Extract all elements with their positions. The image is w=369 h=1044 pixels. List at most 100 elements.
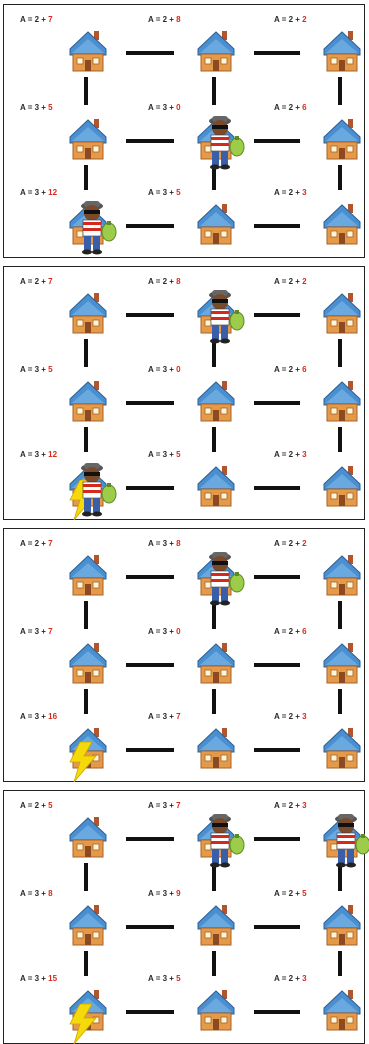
- node-label-prefix: A = 2 +: [274, 539, 303, 548]
- grid-panel: A = 2 + 7 A = 2 + 8 A = 2 + 2 A = 3 + 5 …: [3, 4, 365, 258]
- house-icon: [323, 381, 361, 422]
- house-icon: [197, 31, 235, 72]
- node-label: A = 2 + 3: [274, 450, 307, 460]
- robber-icon: [209, 552, 245, 606]
- edge-horizontal: [126, 925, 174, 929]
- edge-horizontal: [126, 837, 174, 841]
- node-label: A = 2 + 7: [20, 277, 53, 287]
- edge-vertical: [212, 689, 216, 714]
- node-label-prefix: A = 2 +: [148, 277, 177, 286]
- robber-icon: [335, 814, 369, 868]
- node-label-prefix: A = 2 +: [20, 539, 49, 548]
- edge-vertical: [84, 689, 88, 714]
- edge-horizontal: [126, 575, 174, 579]
- node-label-prefix: A = 2 +: [20, 15, 49, 24]
- house-icon: [197, 204, 235, 245]
- node-label: A = 3 + 7: [20, 627, 53, 637]
- edge-horizontal: [254, 313, 300, 317]
- edge-horizontal: [126, 139, 174, 143]
- node-label: A = 3 + 16: [20, 712, 57, 722]
- node-label-value: 3: [302, 450, 307, 459]
- node-label-prefix: A = 3 +: [20, 974, 49, 983]
- house-icon: [323, 31, 361, 72]
- node-label-prefix: A = 2 +: [274, 450, 303, 459]
- node-label-prefix: A = 2 +: [274, 188, 303, 197]
- edge-vertical: [84, 165, 88, 190]
- edge-horizontal: [254, 224, 300, 228]
- node-label-prefix: A = 2 +: [274, 15, 303, 24]
- node-label: A = 2 + 3: [274, 188, 307, 198]
- house-icon: [69, 381, 107, 422]
- edge-horizontal: [254, 748, 300, 752]
- edge-vertical: [212, 339, 216, 367]
- house-icon: [323, 204, 361, 245]
- node-label-value: 7: [48, 277, 53, 286]
- node-label-prefix: A = 2 +: [274, 277, 303, 286]
- node-label: A = 3 + 5: [148, 974, 181, 984]
- edge-horizontal: [126, 51, 174, 55]
- node-label-value: 7: [176, 801, 181, 810]
- node-label: A = 2 + 3: [274, 974, 307, 984]
- house-icon: [197, 905, 235, 946]
- edge-vertical: [338, 77, 342, 105]
- edge-horizontal: [126, 748, 174, 752]
- node-label: A = 2 + 2: [274, 15, 307, 25]
- edge-horizontal: [126, 1010, 174, 1014]
- node-label: A = 2 + 8: [148, 277, 181, 287]
- node-label-prefix: A = 2 +: [274, 103, 303, 112]
- node-label-prefix: A = 3 +: [148, 103, 177, 112]
- lightning-icon: [69, 742, 97, 782]
- node-label: A = 3 + 0: [148, 365, 181, 375]
- robber-icon: [209, 290, 245, 344]
- house-icon: [323, 990, 361, 1031]
- node-label-prefix: A = 3 +: [148, 365, 177, 374]
- edge-vertical: [338, 339, 342, 367]
- node-label-value: 0: [176, 627, 181, 636]
- node-label: A = 3 + 7: [148, 801, 181, 811]
- edge-horizontal: [254, 139, 300, 143]
- node-label-value: 16: [48, 712, 58, 721]
- edge-horizontal: [126, 313, 174, 317]
- node-label-prefix: A = 2 +: [274, 801, 303, 810]
- node-label-value: 0: [176, 103, 181, 112]
- grid-panel: A = 2 + 5 A = 3 + 7 A = 2 + 3: [3, 790, 369, 1044]
- edge-horizontal: [254, 401, 300, 405]
- node-label-value: 9: [176, 889, 181, 898]
- edge-vertical: [84, 951, 88, 976]
- lightning-icon: [69, 1004, 97, 1044]
- house-icon: [69, 643, 107, 684]
- node-label: A = 3 + 5: [20, 365, 53, 375]
- node-label-value: 3: [302, 801, 307, 810]
- node-label: A = 3 + 5: [148, 188, 181, 198]
- robber-icon: [81, 201, 117, 255]
- edge-vertical: [84, 77, 88, 105]
- node-label: A = 3 + 7: [148, 712, 181, 722]
- node-label-value: 6: [302, 627, 307, 636]
- house-icon: [197, 643, 235, 684]
- node-label-value: 7: [48, 627, 53, 636]
- node-label-value: 5: [176, 188, 181, 197]
- node-label-value: 5: [48, 365, 53, 374]
- node-label-value: 0: [176, 365, 181, 374]
- node-label: A = 3 + 0: [148, 103, 181, 113]
- node-label-prefix: A = 3 +: [20, 889, 49, 898]
- edge-vertical: [338, 689, 342, 714]
- node-label: A = 2 + 5: [274, 889, 307, 899]
- node-label: A = 2 + 2: [274, 277, 307, 287]
- edge-vertical: [212, 77, 216, 105]
- house-icon: [323, 293, 361, 334]
- edge-vertical: [338, 427, 342, 452]
- node-label-value: 6: [302, 365, 307, 374]
- edge-horizontal: [126, 663, 174, 667]
- node-label-prefix: A = 2 +: [274, 365, 303, 374]
- node-label-value: 6: [302, 103, 307, 112]
- house-icon: [323, 905, 361, 946]
- edge-vertical: [84, 601, 88, 629]
- edge-horizontal: [254, 51, 300, 55]
- edge-vertical: [84, 863, 88, 891]
- node-label-value: 3: [302, 188, 307, 197]
- house-icon: [69, 555, 107, 596]
- house-icon: [323, 119, 361, 160]
- node-label-prefix: A = 3 +: [148, 801, 177, 810]
- node-label-value: 7: [48, 539, 53, 548]
